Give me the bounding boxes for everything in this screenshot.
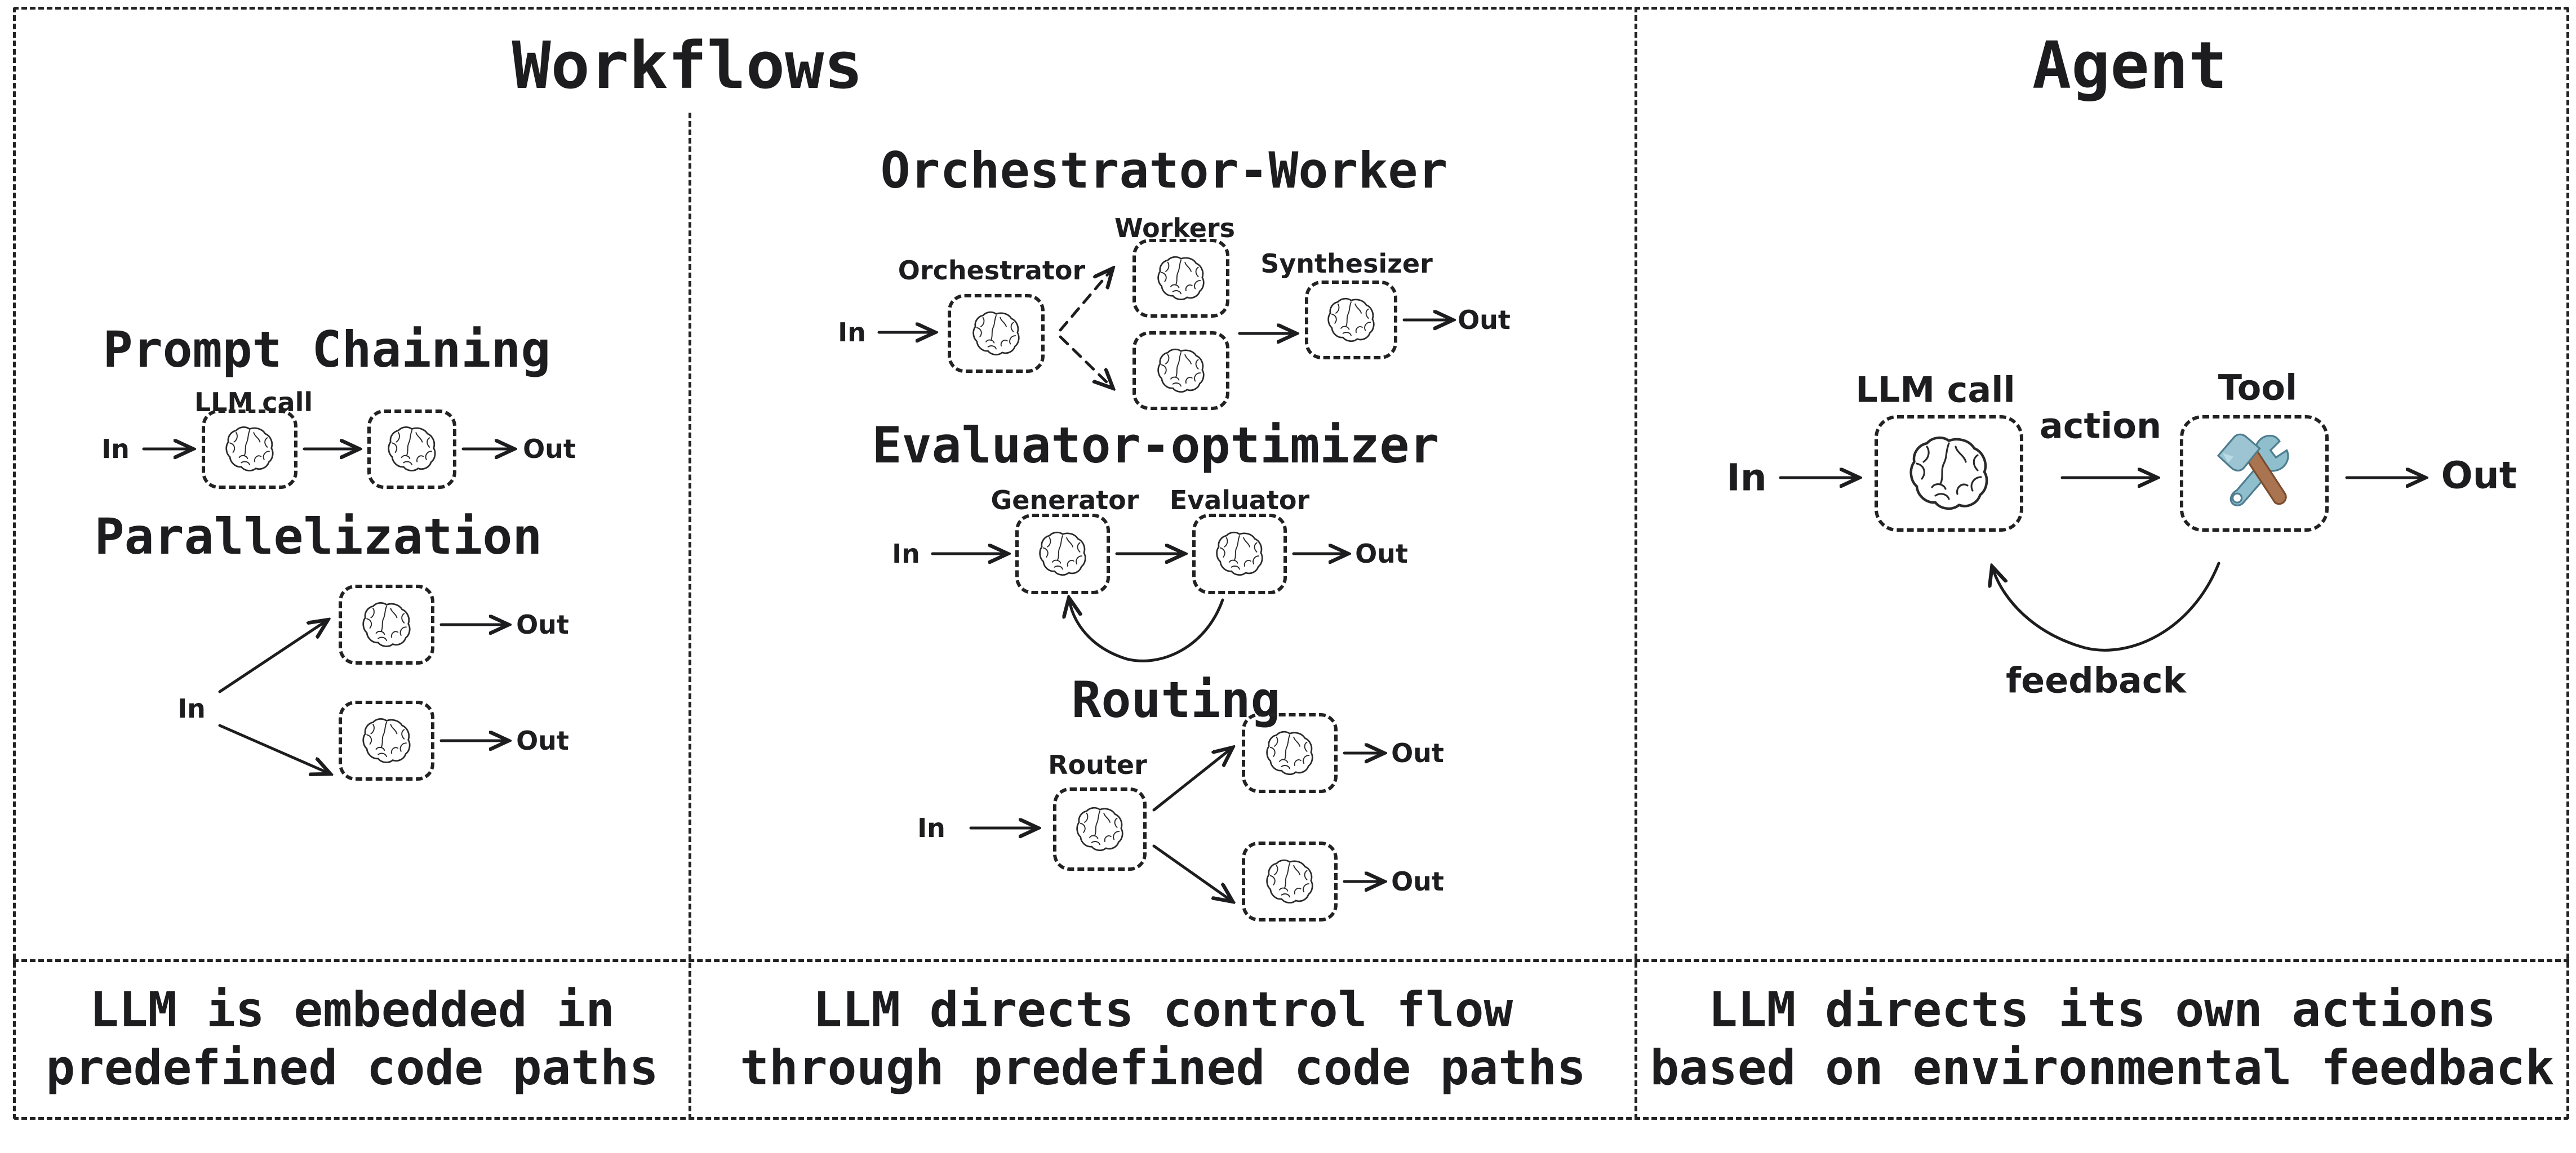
brain-icon bbox=[1907, 435, 1991, 513]
orchestrator-box bbox=[948, 294, 1045, 373]
parallel-llm-box-bottom bbox=[339, 701, 434, 781]
prompt-chaining-heading: Prompt Chaining bbox=[103, 320, 551, 379]
brain-icon bbox=[361, 601, 412, 649]
evaluator-box bbox=[1192, 514, 1287, 594]
agent-tool-box bbox=[2180, 415, 2329, 532]
parallelization-in-label: In bbox=[177, 693, 206, 724]
orchestrator-worker-in-label: In bbox=[838, 317, 866, 348]
agent-llm-box bbox=[1875, 415, 2023, 532]
llm-call-box-2 bbox=[367, 409, 456, 489]
brain-icon bbox=[386, 425, 438, 473]
caption-line: LLM directs control flow bbox=[812, 982, 1513, 1038]
workflows-inner-divider bbox=[689, 113, 691, 1120]
prompt-chaining-out-label: Out bbox=[523, 434, 576, 464]
agent-feedback-label: feedback bbox=[2006, 660, 2186, 701]
brain-icon bbox=[1214, 531, 1265, 577]
agent-tool-label: Tool bbox=[2218, 367, 2298, 408]
agent-action-label: action bbox=[2039, 405, 2162, 447]
routing-in-label: In bbox=[917, 813, 945, 843]
generator-box bbox=[1015, 514, 1110, 594]
caption-line: through predefined code paths bbox=[740, 1040, 1586, 1097]
parallel-llm-box-top bbox=[339, 585, 434, 665]
generator-label: Generator bbox=[991, 485, 1139, 515]
evaluator-optimizer-out-label: Out bbox=[1355, 538, 1408, 569]
synthesizer-box bbox=[1305, 281, 1397, 359]
brain-icon bbox=[1264, 858, 1315, 905]
brain-icon bbox=[971, 310, 1021, 357]
agent-panel-title: Agent bbox=[2032, 28, 2228, 104]
prompt-chaining-in-label: In bbox=[101, 434, 130, 464]
orchestrator-worker-heading: Orchestrator-Worker bbox=[880, 141, 1448, 199]
brain-icon bbox=[1326, 297, 1376, 344]
brain-icon bbox=[1264, 730, 1315, 777]
route-box-top bbox=[1242, 713, 1338, 793]
parallelization-heading: Parallelization bbox=[94, 508, 543, 566]
caption-workflows-middle: LLM directs control flow through predefi… bbox=[740, 981, 1586, 1097]
caption-line: LLM is embedded in bbox=[90, 982, 615, 1038]
workflows-agent-divider bbox=[1635, 7, 1637, 1120]
agent-out-label: Out bbox=[2441, 453, 2517, 497]
workflows-panel-title: Workflows bbox=[512, 28, 863, 104]
worker-box-top bbox=[1132, 239, 1229, 318]
caption-row-divider bbox=[13, 959, 2569, 962]
agent-in-label: In bbox=[1726, 456, 1767, 500]
agent-llm-call-label: LLM call bbox=[1855, 369, 2015, 411]
caption-line: predefined code paths bbox=[46, 1040, 659, 1097]
synthesizer-label: Synthesizer bbox=[1260, 248, 1433, 279]
orchestrator-label: Orchestrator bbox=[898, 255, 1086, 286]
hammer-wrench-icon bbox=[2209, 429, 2299, 519]
brain-icon bbox=[361, 717, 412, 765]
brain-icon bbox=[1156, 255, 1206, 302]
router-label: Router bbox=[1048, 750, 1147, 780]
evaluator-optimizer-heading: Evaluator-optimizer bbox=[872, 416, 1440, 474]
brain-icon bbox=[1156, 348, 1206, 394]
workers-label: Workers bbox=[1114, 213, 1236, 243]
parallelization-out-top-label: Out bbox=[516, 609, 569, 640]
caption-line: based on environmental feedback bbox=[1650, 1040, 2555, 1097]
outer-frame bbox=[13, 7, 2569, 1120]
orchestrator-worker-out-label: Out bbox=[1458, 305, 1511, 335]
router-box bbox=[1053, 787, 1147, 871]
evaluator-optimizer-in-label: In bbox=[892, 538, 920, 569]
worker-box-bottom bbox=[1132, 331, 1229, 410]
evaluator-label: Evaluator bbox=[1169, 485, 1310, 515]
routing-out-top-label: Out bbox=[1391, 738, 1444, 768]
route-box-bottom bbox=[1242, 842, 1338, 921]
parallelization-out-bottom-label: Out bbox=[516, 725, 569, 756]
brain-icon bbox=[224, 425, 276, 473]
caption-workflows-left: LLM is embedded in predefined code paths bbox=[46, 981, 658, 1097]
brain-icon bbox=[1037, 531, 1088, 577]
routing-out-bottom-label: Out bbox=[1391, 866, 1444, 897]
caption-line: LLM directs its own actions bbox=[1708, 982, 2496, 1038]
caption-agent: LLM directs its own actions based on env… bbox=[1650, 981, 2554, 1097]
llm-call-box bbox=[202, 409, 297, 489]
brain-icon bbox=[1074, 806, 1125, 853]
